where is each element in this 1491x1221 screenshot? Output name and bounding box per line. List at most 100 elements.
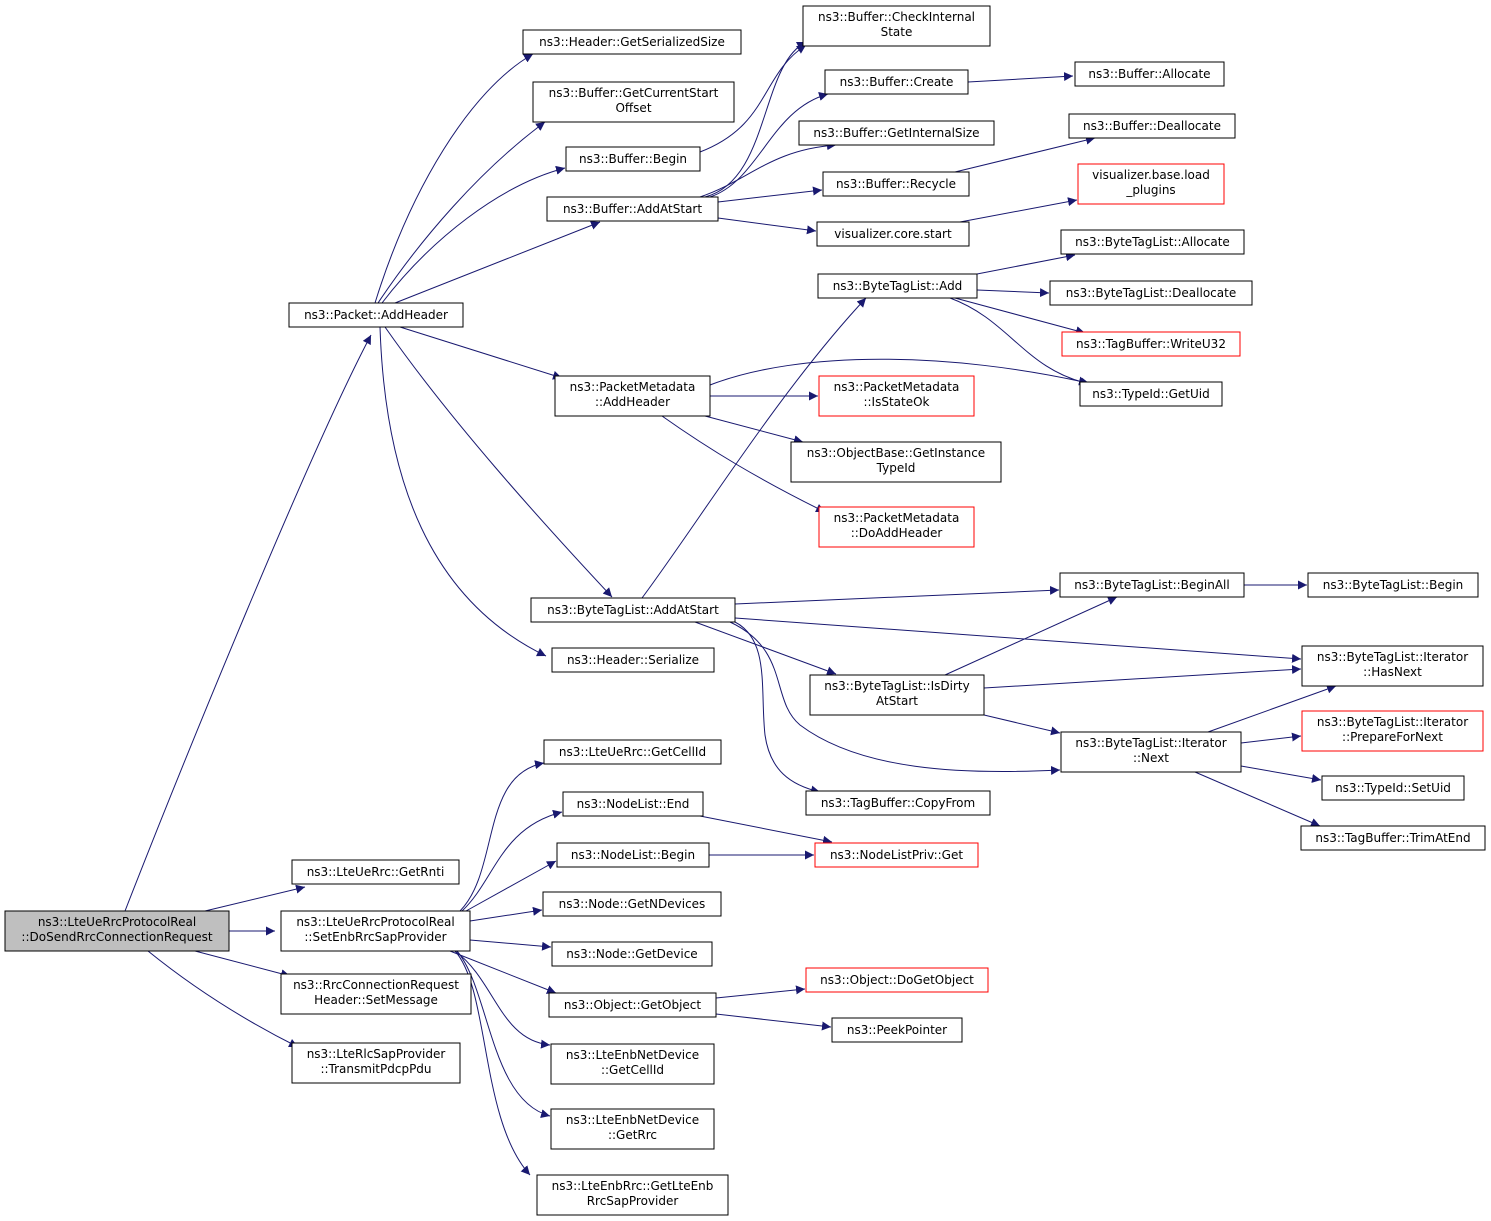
node-box-btldealloc[interactable] [1049,280,1253,306]
node-trimatend[interactable]: ns3::TagBuffer::TrimAtEnd [1300,825,1486,851]
node-getdevice[interactable]: ns3::Node::GetDevice [551,941,713,967]
node-box-copyfrom[interactable] [805,790,991,816]
node-setenb[interactable]: ns3::LteUeRrcProtocolReal::SetEnbRrcSapP… [280,910,471,952]
node-box-doaddheader[interactable] [818,506,975,548]
node-getrnti[interactable]: ns3::LteUeRrc::GetRnti [291,859,460,885]
node-box-hasnext[interactable] [1301,645,1484,687]
node-getinternalsize[interactable]: ns3::Buffer::GetInternalSize [798,120,995,146]
node-box-vizstart[interactable] [816,221,970,247]
node-nlbegin[interactable]: ns3::NodeList::Begin [556,842,710,868]
node-box-setuid[interactable] [1321,775,1465,801]
node-getndevices[interactable]: ns3::Node::GetNDevices [542,891,722,917]
node-box-checkinternal[interactable] [802,5,991,47]
node-bufbegin[interactable]: ns3::Buffer::Begin [565,146,701,172]
node-bufdealloc[interactable]: ns3::Buffer::Deallocate [1068,113,1236,139]
node-box-setenb[interactable] [280,910,471,952]
node-nlpget[interactable]: ns3::NodeListPriv::Get [814,842,979,868]
node-box-hdrserialize[interactable] [551,647,715,673]
node-dogetobject[interactable]: ns3::Object::DoGetObject [805,967,989,993]
node-box-trimatend[interactable] [1300,825,1486,851]
node-box-nlbegin[interactable] [556,842,710,868]
node-box-btlallocate[interactable] [1060,229,1245,255]
node-box-writeu32[interactable] [1061,331,1241,357]
node-beginall[interactable]: ns3::ByteTagList::BeginAll [1059,572,1245,598]
node-transmit[interactable]: ns3::LteRlcSapProvider::TransmitPdcpPdu [291,1042,461,1084]
node-box-getuid[interactable] [1079,381,1223,407]
node-box-bufbegin[interactable] [565,146,701,172]
node-box-bufdealloc[interactable] [1068,113,1236,139]
node-setuid[interactable]: ns3::TypeId::SetUid [1321,775,1465,801]
node-box-getobject[interactable] [548,992,717,1018]
node-box-isdirty[interactable] [809,674,985,716]
node-getcellid[interactable]: ns3::LteUeRrc::GetCellId [543,739,722,765]
node-getuid[interactable]: ns3::TypeId::GetUid [1079,381,1223,407]
node-vizstart[interactable]: visualizer.core.start [816,221,970,247]
node-writeu32[interactable]: ns3::TagBuffer::WriteU32 [1061,331,1241,357]
node-box-root[interactable] [4,910,230,952]
node-box-bufaddatstart[interactable] [546,196,719,222]
node-getobject[interactable]: ns3::Object::GetObject [548,992,717,1018]
node-prepare[interactable]: ns3::ByteTagList::Iterator::PrepareForNe… [1301,710,1484,752]
node-box-getcurrentstart[interactable] [532,81,735,123]
node-itnext[interactable]: ns3::ByteTagList::Iterator::Next [1060,731,1242,773]
node-box-enbcellid[interactable] [550,1043,715,1085]
node-getserialized[interactable]: ns3::Header::GetSerializedSize [522,29,742,55]
node-box-getdevice[interactable] [551,941,713,967]
node-bufaddatstart[interactable]: ns3::Buffer::AddAtStart [546,196,719,222]
node-box-btladdatstart[interactable] [530,597,736,623]
node-box-btlbegin[interactable] [1307,572,1479,598]
node-setmsg[interactable]: ns3::RrcConnectionRequestHeader::SetMess… [280,973,472,1015]
node-btldealloc[interactable]: ns3::ByteTagList::Deallocate [1049,280,1253,306]
node-box-getndevices[interactable] [542,891,722,917]
node-peekpointer[interactable]: ns3::PeekPointer [831,1017,963,1043]
node-box-getlteenb[interactable] [536,1174,729,1216]
node-box-bufallocate[interactable] [1074,61,1225,87]
node-hasnext[interactable]: ns3::ByteTagList::Iterator::HasNext [1301,645,1484,687]
node-copyfrom[interactable]: ns3::TagBuffer::CopyFrom [805,790,991,816]
node-box-getinstance[interactable] [790,441,1002,483]
node-box-prepare[interactable] [1301,710,1484,752]
node-box-addheader[interactable] [288,302,464,328]
node-enbgetrrc[interactable]: ns3::LteEnbNetDevice::GetRrc [550,1108,715,1150]
node-doaddheader[interactable]: ns3::PacketMetadata::DoAddHeader [818,506,975,548]
node-box-btladd[interactable] [817,273,978,299]
node-box-isstateok[interactable] [818,375,975,417]
node-enbcellid[interactable]: ns3::LteEnbNetDevice::GetCellId [550,1043,715,1085]
node-box-nlpget[interactable] [814,842,979,868]
node-box-setmsg[interactable] [280,973,472,1015]
node-hdrserialize[interactable]: ns3::Header::Serialize [551,647,715,673]
node-addheader[interactable]: ns3::Packet::AddHeader [288,302,464,328]
node-box-bufrecycle[interactable] [822,171,970,197]
node-bufrecycle[interactable]: ns3::Buffer::Recycle [822,171,970,197]
node-btladdatstart[interactable]: ns3::ByteTagList::AddAtStart [530,597,736,623]
node-btlbegin[interactable]: ns3::ByteTagList::Begin [1307,572,1479,598]
node-pmaddheader[interactable]: ns3::PacketMetadata::AddHeader [554,375,711,417]
node-box-pmaddheader[interactable] [554,375,711,417]
node-box-getrnti[interactable] [291,859,460,885]
node-box-bufcreate[interactable] [824,69,969,95]
node-box-beginall[interactable] [1059,572,1245,598]
node-box-getcellid[interactable] [543,739,722,765]
node-bufcreate[interactable]: ns3::Buffer::Create [824,69,969,95]
node-root[interactable]: ns3::LteUeRrcProtocolReal::DoSendRrcConn… [4,910,230,952]
node-box-enbgetrrc[interactable] [550,1108,715,1150]
node-isstateok[interactable]: ns3::PacketMetadata::IsStateOk [818,375,975,417]
node-btlallocate[interactable]: ns3::ByteTagList::Allocate [1060,229,1245,255]
node-box-nlend[interactable] [562,791,704,817]
node-box-dogetobject[interactable] [805,967,989,993]
node-bufallocate[interactable]: ns3::Buffer::Allocate [1074,61,1225,87]
node-btladd[interactable]: ns3::ByteTagList::Add [817,273,978,299]
node-box-getinternalsize[interactable] [798,120,995,146]
node-box-vizload[interactable] [1077,163,1225,205]
node-nlend[interactable]: ns3::NodeList::End [562,791,704,817]
node-vizload[interactable]: visualizer.base.load_plugins [1077,163,1225,205]
node-box-getserialized[interactable] [522,29,742,55]
node-box-itnext[interactable] [1060,731,1242,773]
node-box-peekpointer[interactable] [831,1017,963,1043]
node-box-transmit[interactable] [291,1042,461,1084]
